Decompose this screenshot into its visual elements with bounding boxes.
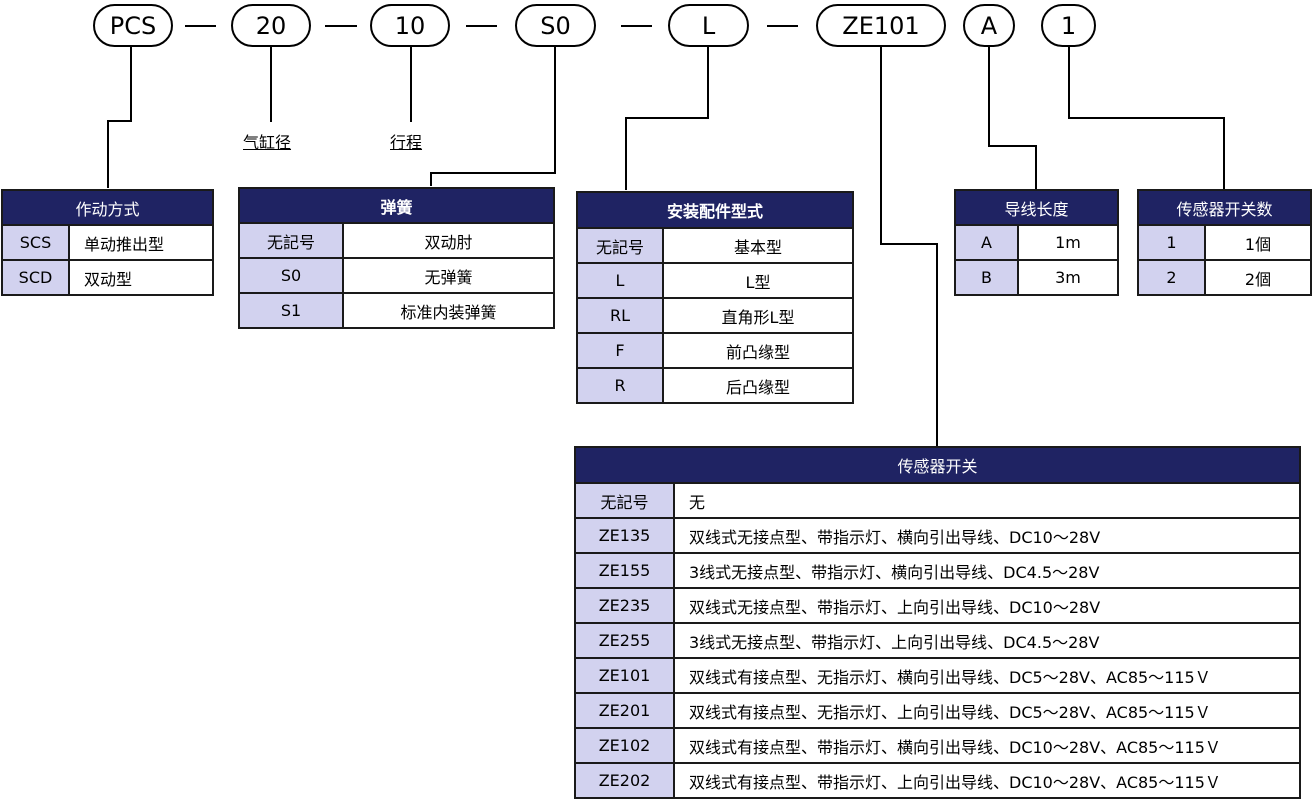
sensor-table-title: 传感器开关	[574, 446, 1301, 484]
code-sensor: ZE101	[816, 4, 946, 47]
connector-qty	[1068, 46, 1225, 189]
code-mount: L	[668, 4, 749, 47]
code-stroke: 10	[370, 4, 450, 47]
connector-lead	[988, 46, 1037, 189]
connector-sensor	[880, 46, 938, 446]
mount-code: R	[576, 367, 664, 404]
mount-code: L	[576, 262, 664, 299]
mount-desc: 前凸缘型	[662, 332, 854, 369]
lead-table-title: 导线长度	[954, 189, 1119, 226]
sensor-code: ZE255	[574, 622, 675, 659]
sensor-desc: 双线式有接点型、无指示灯、横向引出导线、DC5～28V、AC85～115Ｖ	[673, 657, 1301, 694]
separator-dash	[185, 25, 216, 27]
spring-table-title: 弹簧	[238, 187, 555, 224]
separator-dash	[767, 25, 798, 27]
action-desc: 单动推出型	[68, 224, 214, 261]
qty-table: 传感器开关数 1 1個 2 2個	[1137, 189, 1312, 296]
sensor-desc: 无	[673, 482, 1301, 519]
sensor-code: ZE155	[574, 552, 675, 589]
sensor-desc: 3线式无接点型、带指示灯、横向引出导线、DC4.5～28V	[673, 552, 1301, 589]
sensor-code: ZE101	[574, 657, 675, 694]
spring-desc: 双动肘	[342, 222, 555, 259]
mount-desc: 后凸缘型	[662, 367, 854, 404]
action-code: SCS	[1, 224, 70, 261]
label-bore: 气缸径	[243, 133, 292, 152]
spring-desc: 无弹簧	[342, 257, 555, 294]
sensor-desc: 双线式有接点型、无指示灯、上向引出导线、DC5～28V、AC85～115Ｖ	[673, 692, 1301, 729]
separator-dash	[466, 25, 497, 27]
mount-code: 无記号	[576, 227, 664, 264]
separator-dash	[325, 25, 357, 27]
qty-desc: 1個	[1204, 224, 1312, 261]
connector-spring	[430, 46, 556, 186]
spring-code: S1	[238, 292, 344, 329]
spring-code: S0	[238, 257, 344, 294]
code-qty: 1	[1041, 4, 1096, 47]
code-bore: 20	[231, 4, 311, 47]
lead-desc: 3m	[1017, 259, 1119, 296]
sensor-code: ZE235	[574, 587, 675, 624]
sensor-code: ZE135	[574, 517, 675, 554]
sensor-code: ZE202	[574, 762, 675, 799]
sensor-desc: 3线式无接点型、带指示灯、上向引出导线、DC4.5～28V	[673, 622, 1301, 659]
label-stroke: 行程	[390, 133, 423, 152]
sensor-code: 无記号	[574, 482, 675, 519]
action-desc: 双动型	[68, 259, 214, 296]
action-code: SCD	[1, 259, 70, 296]
qty-desc: 2個	[1204, 259, 1312, 296]
spring-desc: 标准内装弹簧	[342, 292, 555, 329]
sensor-desc: 双线式无接点型、带指示灯、上向引出导线、DC10～28V	[673, 587, 1301, 624]
sensor-code: ZE102	[574, 727, 675, 764]
sensor-code: ZE201	[574, 692, 675, 729]
connector-mount	[625, 46, 709, 190]
mount-code: F	[576, 332, 664, 369]
lead-desc: 1m	[1017, 224, 1119, 261]
mount-desc: 直角形L型	[662, 297, 854, 334]
spring-code: 无記号	[238, 222, 344, 259]
qty-code: 2	[1137, 259, 1206, 296]
qty-table-title: 传感器开关数	[1137, 189, 1312, 226]
sensor-desc: 双线式有接点型、带指示灯、上向引出导线、DC10～28V、AC85～115Ｖ	[673, 762, 1301, 799]
action-table-title: 作动方式	[1, 189, 214, 226]
sensor-desc: 双线式无接点型、带指示灯、横向引出导线、DC10～28V	[673, 517, 1301, 554]
action-table: 作动方式 SCS 单动推出型 SCD 双动型	[1, 189, 214, 296]
sensor-table: 传感器开关 无記号 无 ZE135 双线式无接点型、带指示灯、横向引出导线、DC…	[574, 446, 1301, 799]
code-spring: S0	[515, 4, 596, 47]
lead-table: 导线长度 A 1m B 3m	[954, 189, 1119, 296]
spring-table: 弹簧 无記号 双动肘 S0 无弹簧 S1 标准内装弹簧	[238, 187, 555, 329]
mount-desc: L型	[662, 262, 854, 299]
lead-code: A	[954, 224, 1019, 261]
code-lead: A	[963, 4, 1015, 47]
mount-table-title: 安装配件型式	[576, 191, 854, 229]
qty-code: 1	[1137, 224, 1206, 261]
sensor-desc: 双线式有接点型、带指示灯、横向引出导线、DC10～28V、AC85～115Ｖ	[673, 727, 1301, 764]
mount-table: 安装配件型式 无記号 基本型 L L型 RL 直角形L型 F 前凸缘型 R 后凸…	[576, 191, 854, 404]
mount-desc: 基本型	[662, 227, 854, 264]
mount-code: RL	[576, 297, 664, 334]
separator-dash	[621, 25, 652, 27]
code-pcs: PCS	[93, 4, 173, 47]
connector-pcs	[107, 46, 132, 188]
lead-code: B	[954, 259, 1019, 296]
